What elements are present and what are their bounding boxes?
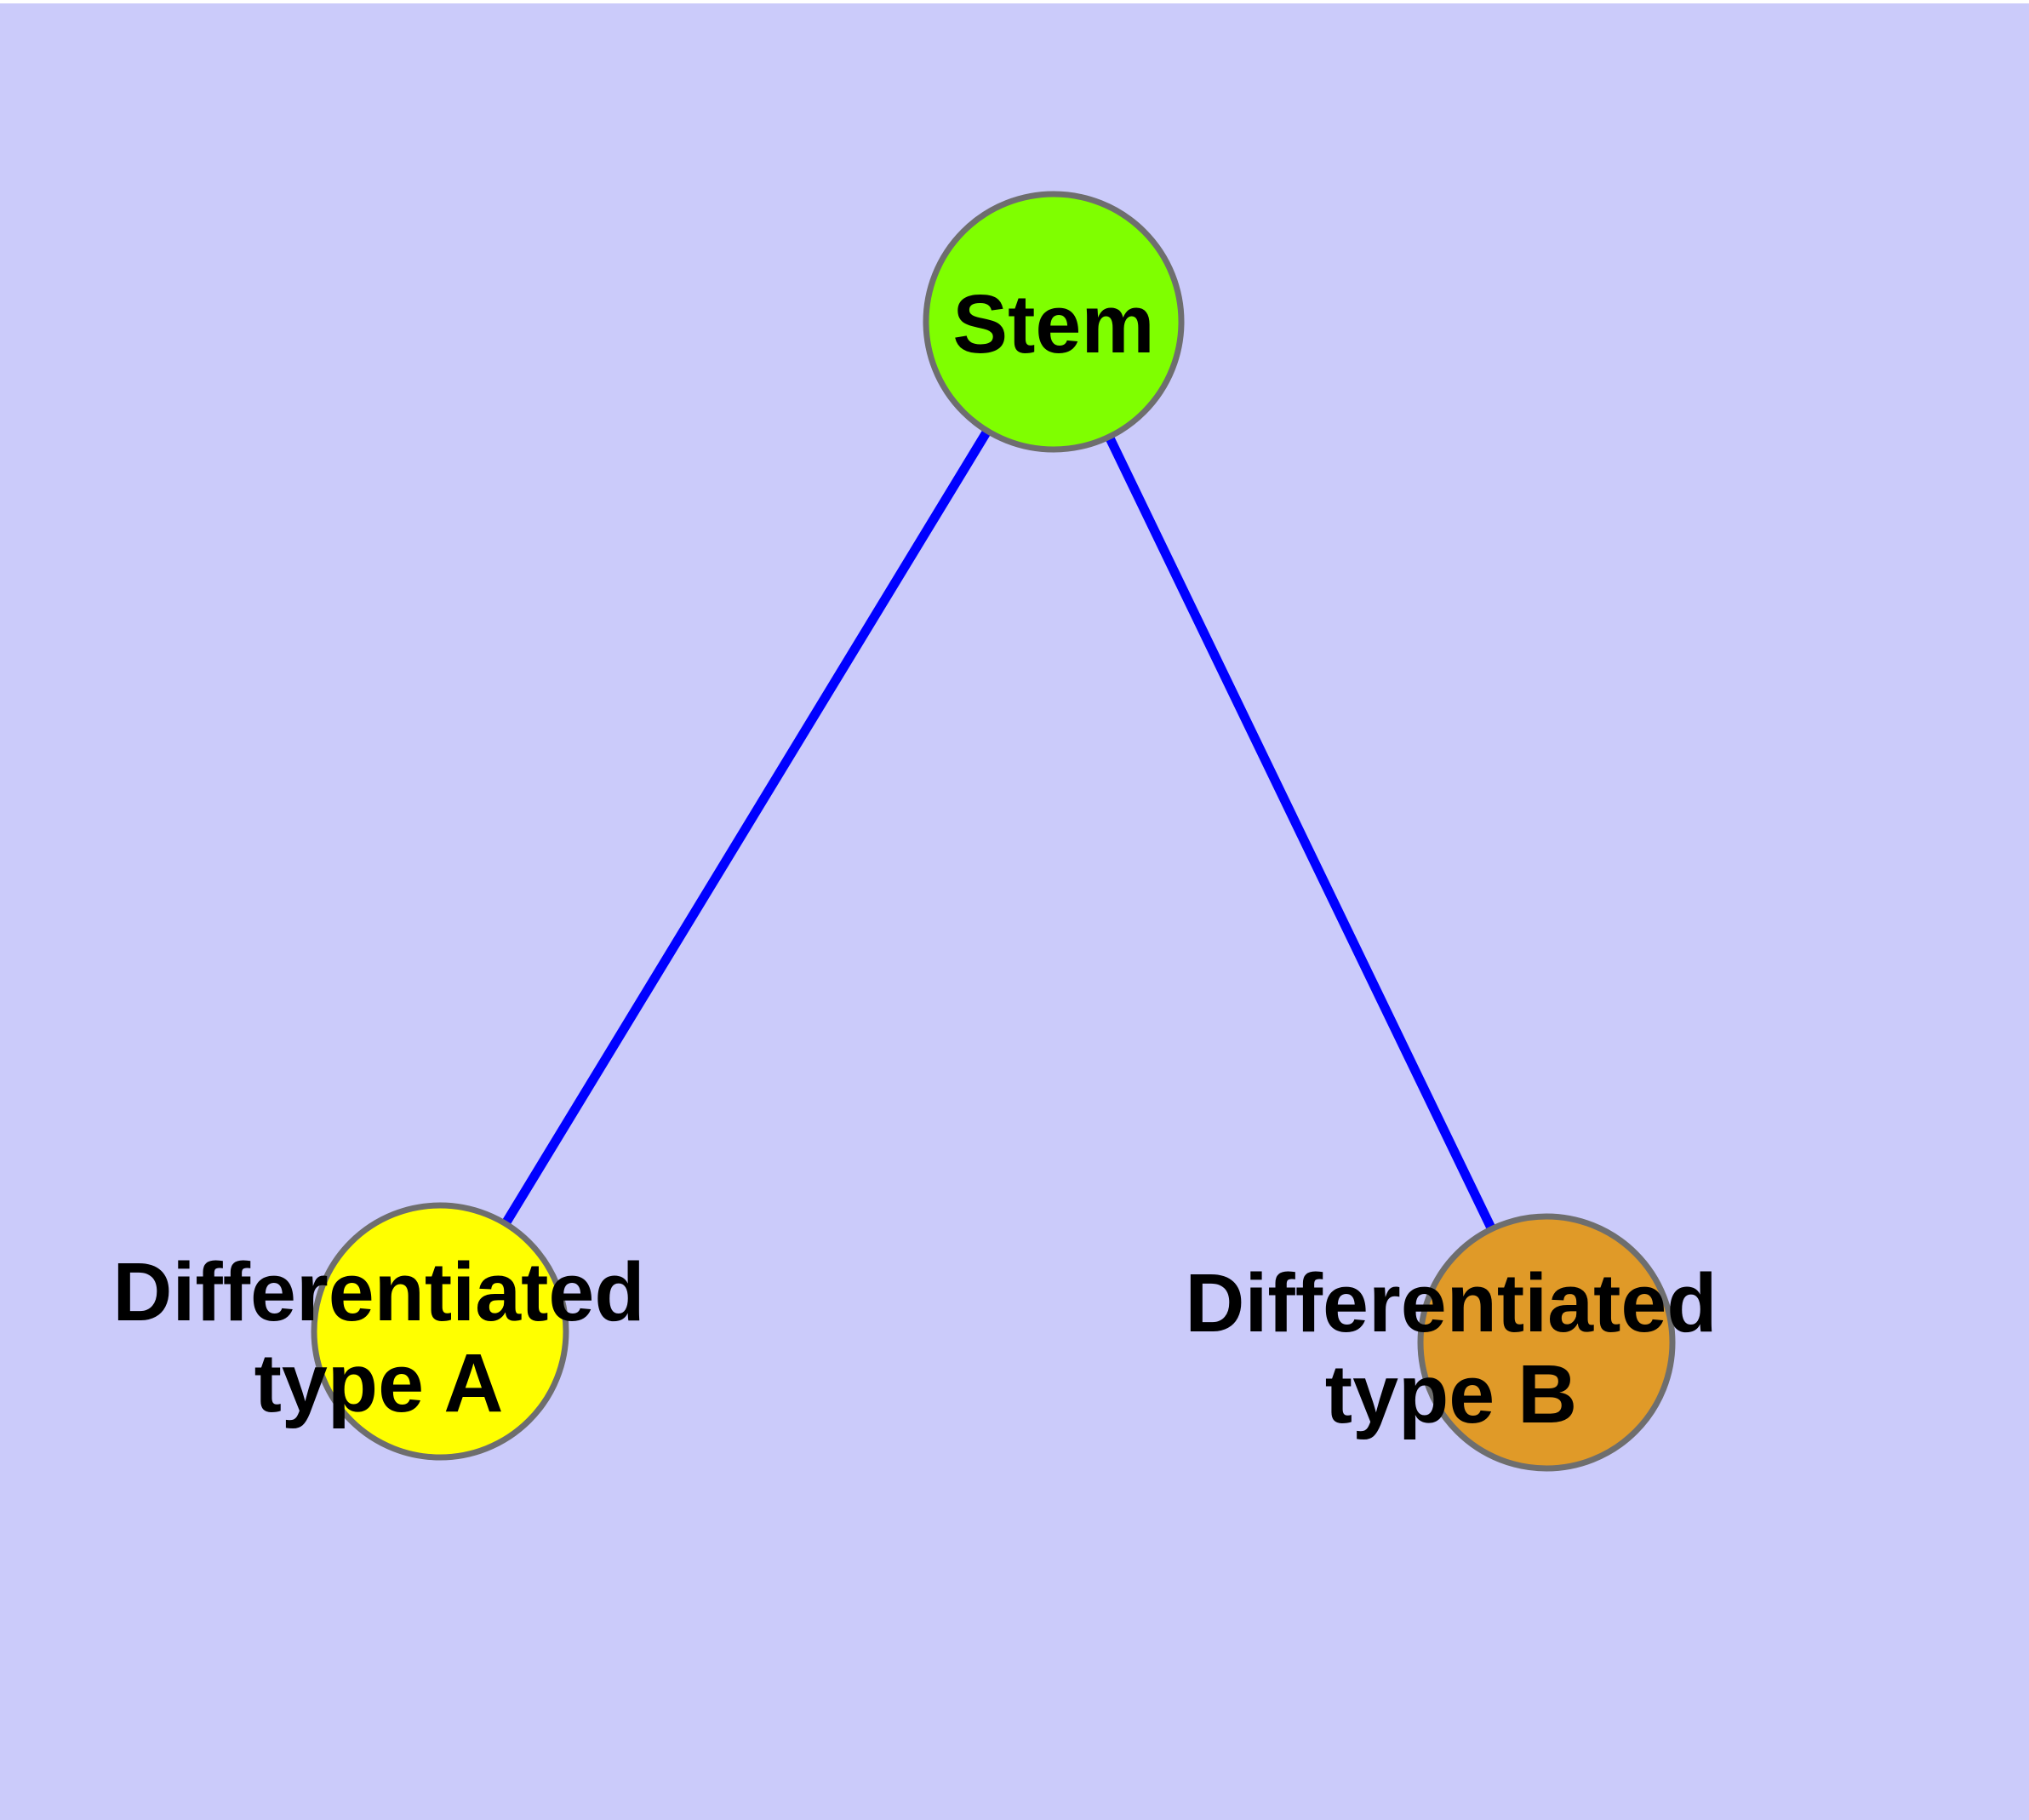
node-label-line: Differentiated — [112, 1245, 644, 1338]
nodes-layer — [311, 191, 1676, 1472]
node-label-line: type B — [1325, 1348, 1577, 1440]
graph-edge-stem-to-a — [436, 319, 1058, 1334]
edges-layer — [436, 319, 1551, 1345]
graph-edge-stem-to-b — [1049, 319, 1551, 1345]
node-label-line: Differentiated — [1185, 1256, 1717, 1349]
node-label-line: type A — [254, 1336, 504, 1429]
graph-node-diff_b[interactable] — [1417, 1213, 1676, 1472]
graph-node-diff_a[interactable] — [311, 1202, 569, 1461]
node-label-line: Stem — [952, 278, 1154, 370]
node-label-stem: Stem — [952, 278, 1154, 370]
graph-node-stem[interactable] — [923, 191, 1185, 453]
